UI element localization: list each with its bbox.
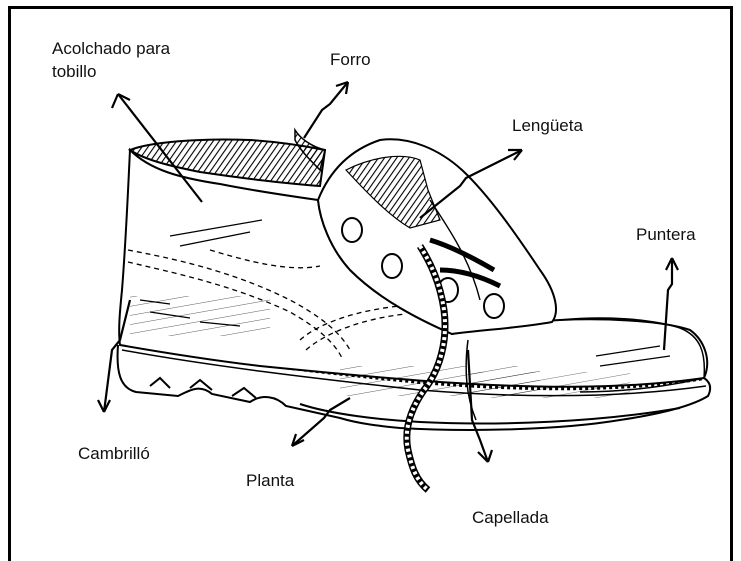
label-ankle-padding-line2: tobillo [52,62,96,82]
label-tongue: Lengüeta [512,116,583,136]
label-ankle-padding-line1: Acolchado para [52,39,170,59]
label-vamp: Capellada [472,508,549,528]
label-shank: Cambrilló [78,444,150,464]
label-lining: Forro [330,50,371,70]
label-sole: Planta [246,471,294,491]
label-toe-cap: Puntera [636,225,696,245]
